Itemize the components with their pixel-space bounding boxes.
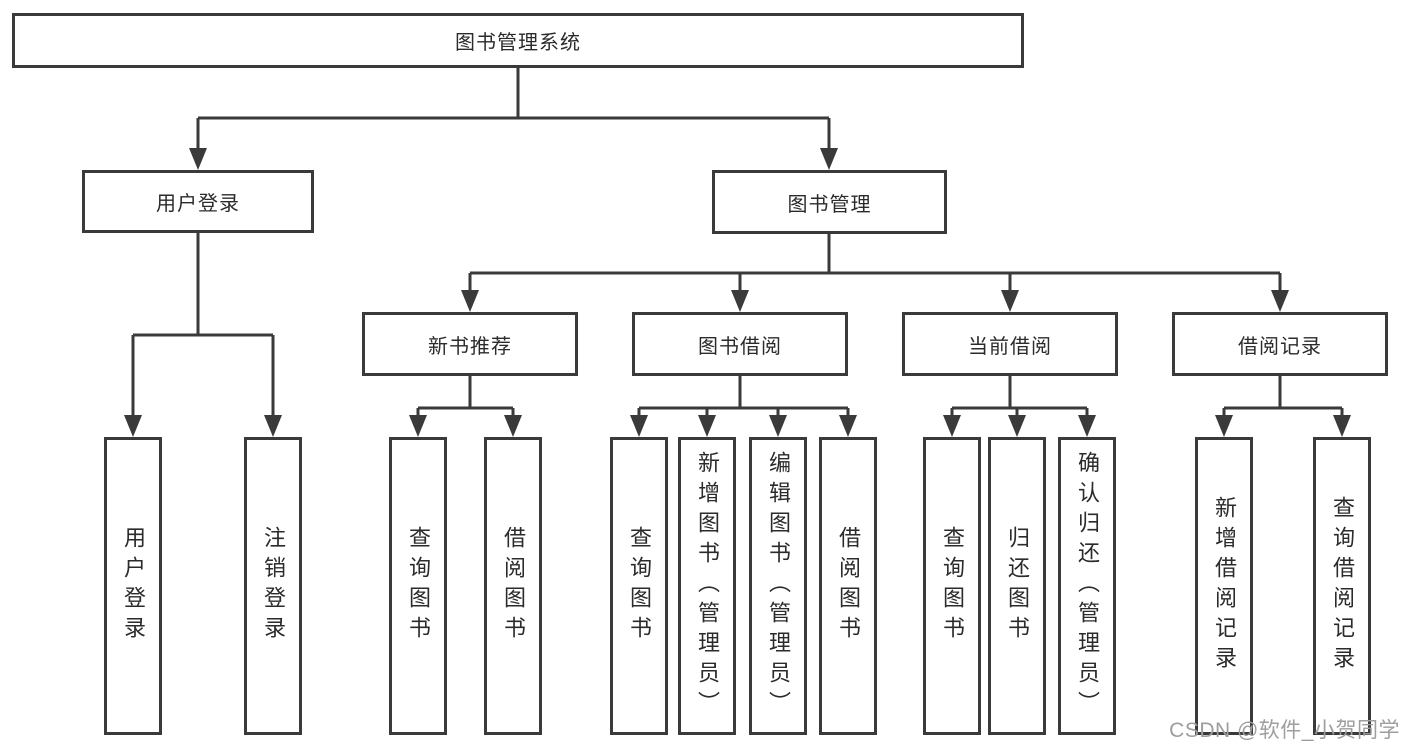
connector-user-login-to-leaves (124, 233, 282, 437)
node-new-book-recommend: 新书推荐 (362, 312, 578, 376)
leaf-label: 查询借阅记录 (1330, 496, 1355, 676)
leaf-add-borrow-record: 新增借阅记录 (1195, 437, 1253, 735)
leaf-query-borrow-record: 查询借阅记录 (1313, 437, 1371, 735)
leaf-query-books-borrow: 查询图书 (610, 437, 668, 735)
connector-book-borrow-to-leaves (630, 376, 857, 437)
node-user-login: 用户登录 (82, 170, 314, 233)
leaf-label: 查询图书 (627, 526, 652, 646)
node-book-borrow: 图书借阅 (632, 312, 848, 376)
leaf-borrow-books: 借阅图书 (819, 437, 877, 735)
node-current-borrow: 当前借阅 (902, 312, 1118, 376)
node-borrow-records: 借阅记录 (1172, 312, 1388, 376)
leaf-label: 借阅图书 (836, 526, 861, 646)
leaf-label: 编辑图书（管理员） (766, 451, 791, 721)
leaf-query-books-current: 查询图书 (923, 437, 981, 735)
connector-book-mgmt-to-level3 (461, 234, 1289, 312)
leaf-label: 用户登录 (121, 526, 146, 646)
node-book-management: 图书管理 (712, 170, 947, 234)
leaf-logout-login: 注销登录 (244, 437, 302, 735)
watermark: CSDN @软件_小贺同学 (1169, 719, 1400, 742)
leaf-label: 借阅图书 (501, 526, 526, 646)
leaf-label: 查询图书 (406, 526, 431, 646)
node-root-system: 图书管理系统 (12, 13, 1024, 68)
leaf-add-books-admin: 新增图书（管理员） (678, 437, 736, 735)
leaf-label: 新增借阅记录 (1212, 496, 1237, 676)
connector-root-to-level2 (189, 68, 838, 170)
leaf-label: 确认归还（管理员） (1075, 451, 1100, 721)
connector-current-borrow-to-leaves (943, 376, 1096, 437)
leaf-label: 新增图书（管理员） (695, 451, 720, 721)
connector-borrow-records-to-leaves (1215, 376, 1351, 437)
leaf-return-books: 归还图书 (988, 437, 1046, 735)
connector-new-book-recommend-to-leaves (409, 376, 522, 437)
leaf-label: 查询图书 (940, 526, 965, 646)
leaf-label: 归还图书 (1005, 526, 1030, 646)
leaf-borrow-books-recommend: 借阅图书 (484, 437, 542, 735)
leaf-user-login: 用户登录 (104, 437, 162, 735)
leaf-confirm-return-admin: 确认归还（管理员） (1058, 437, 1116, 735)
leaf-edit-books-admin: 编辑图书（管理员） (749, 437, 807, 735)
leaf-label: 注销登录 (261, 526, 286, 646)
leaf-query-books-recommend: 查询图书 (389, 437, 447, 735)
